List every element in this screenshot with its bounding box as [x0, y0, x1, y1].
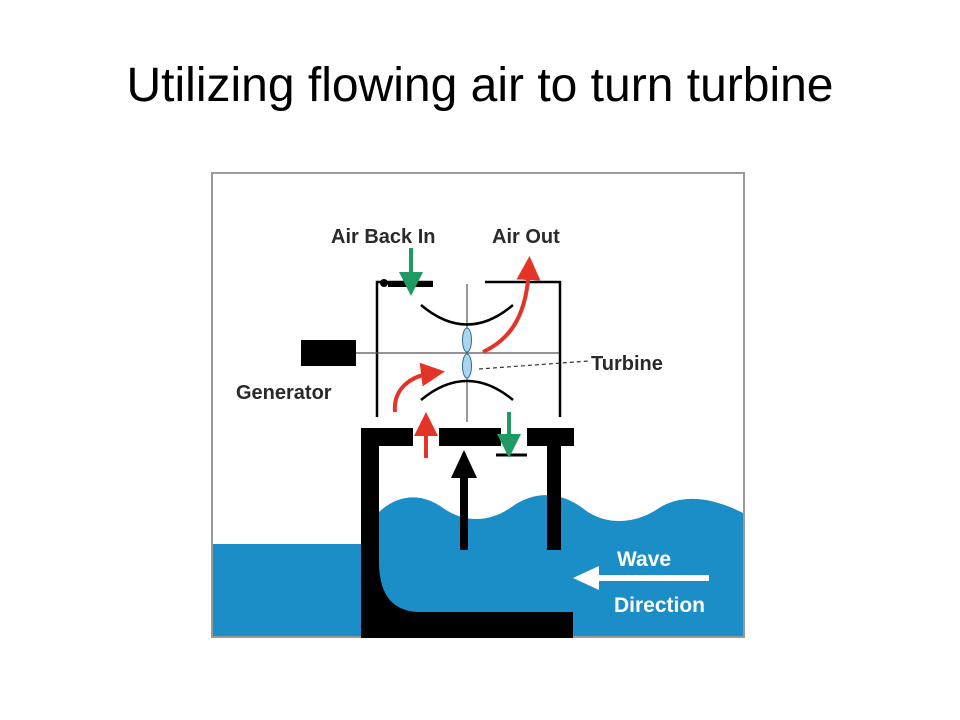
label-direction: Direction — [614, 594, 705, 617]
label-generator: Generator — [236, 382, 332, 404]
slide-title: Utilizing flowing air to turn turbine — [126, 59, 834, 112]
wave-water — [376, 495, 745, 638]
upper-nozzle — [420, 304, 514, 326]
rising-water-arrowhead — [451, 450, 477, 478]
lower-nozzle — [420, 379, 514, 401]
label-air-out: Air Out — [492, 226, 560, 248]
label-air-back-in: Air Back In — [331, 226, 435, 248]
generator-box — [301, 340, 356, 366]
back-wall — [547, 428, 561, 550]
wave-direction-arrowhead — [573, 566, 599, 590]
label-wave: Wave — [617, 548, 671, 571]
valve-hinge-icon — [380, 279, 388, 287]
air-out-arrow-icon — [482, 256, 541, 354]
turbine-blade-top — [462, 327, 472, 353]
turbine-blade-bottom — [462, 353, 472, 379]
turbine-leader-line — [478, 360, 590, 370]
air-curve-left-arrow-icon — [392, 362, 445, 413]
front-wall — [361, 428, 573, 638]
oscillating-water-column-diagram: Air Back In Air Out Turbine Generator Wa… — [211, 172, 745, 638]
orifice-plate-center — [439, 428, 501, 446]
label-turbine: Turbine — [591, 353, 663, 375]
sea-water — [211, 544, 361, 638]
